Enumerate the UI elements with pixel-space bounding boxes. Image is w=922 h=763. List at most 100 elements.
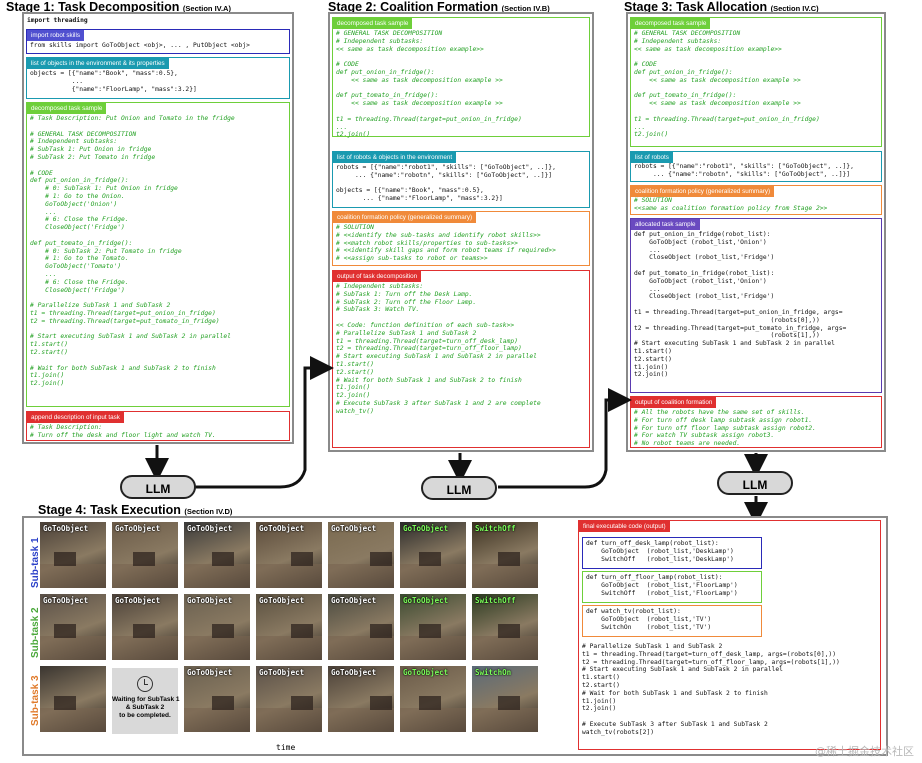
stage3-output-code: # All the robots have the same set of sk…: [634, 409, 816, 448]
append-description-section: append description of input task # Task …: [26, 411, 290, 441]
import-threading: import threading: [27, 17, 88, 24]
stage2-output-section: output of task decomposition # Independe…: [332, 270, 590, 448]
fn-floor-lamp-code: def turn_off_floor_lamp(robot_list): GoT…: [586, 574, 738, 597]
frame-action-label: GoToObject: [259, 524, 305, 533]
frame-r1-c6: GoToObject: [400, 522, 466, 588]
frame-action-label: GoToObject: [115, 524, 161, 533]
llm-node-3: LLM: [717, 471, 793, 495]
llm-node-2: LLM: [421, 476, 497, 500]
frame-r2-c4: GoToObject: [256, 594, 322, 660]
stage2-robots-label: list of robots & objects in the environm…: [333, 152, 457, 163]
stage3-robots-section: list of robots robots = [{"name":"robot1…: [630, 151, 882, 182]
final-main-code: # Parallelize SubTask 1 and SubTask 2 t1…: [582, 643, 840, 736]
fn-desk-lamp-code: def turn_off_desk_lamp(robot_list): GoTo…: [586, 540, 734, 563]
stage2-title-text: Stage 2: Coalition Formation: [328, 0, 499, 14]
stage3-sample-section: decomposed task sample # GENERAL TASK DE…: [630, 17, 882, 147]
stage2-sample-code: # GENERAL TASK DECOMPOSITION # Independe…: [336, 30, 522, 139]
stage1-title-text: Stage 1: Task Decomposition: [6, 0, 180, 14]
append-description-label: append description of input task: [27, 412, 124, 423]
stage2-sample-label: decomposed task sample: [333, 18, 413, 29]
frame-r2-c1: GoToObject: [40, 594, 106, 660]
frame-r3-c7: SwitchOn: [472, 666, 538, 732]
frame-action-label: GoToObject: [331, 596, 377, 605]
stage2-robots-code: robots = [{"name":"robot1", "skills": ["…: [336, 164, 556, 203]
stage3-sample-label: decomposed task sample: [631, 18, 711, 29]
fn-floor-lamp-box: def turn_off_floor_lamp(robot_list): GoT…: [582, 571, 762, 603]
frame-r1-c4: GoToObject: [256, 522, 322, 588]
stage1-section: (Section IV.A): [182, 4, 231, 13]
llm-node-1: LLM: [120, 475, 196, 499]
stage2-output-label: output of task decomposition: [333, 271, 422, 282]
frame-action-label: GoToObject: [115, 596, 161, 605]
stage3-box: decomposed task sample # GENERAL TASK DE…: [626, 12, 886, 452]
decomposed-sample-section: decomposed task sample # Task Descriptio…: [26, 102, 290, 407]
stage2-robots-section: list of robots & objects in the environm…: [332, 151, 590, 208]
frame-r1-c7: SwitchOff: [472, 522, 538, 588]
stage3-sample-code: # GENERAL TASK DECOMPOSITION # Independe…: [634, 30, 820, 139]
frame-action-label: GoToObject: [43, 524, 89, 533]
frame-r3-c4: GoToObject: [256, 666, 322, 732]
frame-action-label: GoToObject: [331, 668, 377, 677]
frame-action-label: SwitchOff: [475, 596, 516, 605]
stage2-title: Stage 2: Coalition Formation (Section IV…: [328, 0, 550, 14]
frame-r3-c5: GoToObject: [328, 666, 394, 732]
decomposed-sample-label: decomposed task sample: [27, 103, 107, 114]
frame-action-label: GoToObject: [187, 524, 233, 533]
stage1-box: import threading import robot skills fro…: [22, 12, 294, 444]
frame-r1-c1: GoToObject: [40, 522, 106, 588]
stage3-allocated-section: allocated task sample def put_onion_in_f…: [630, 218, 882, 393]
wait-message: Waiting for SubTask 1 & SubTask 2 to be …: [112, 696, 180, 719]
frame-action-label: GoToObject: [259, 668, 305, 677]
stage3-policy-code: # SOLUTION <<same as coalition formation…: [634, 197, 828, 212]
stage2-policy-code: # SOLUTION # <<identify the sub-tasks an…: [336, 224, 556, 263]
stage3-allocated-label: allocated task sample: [631, 219, 700, 230]
clock-icon: [137, 676, 153, 692]
import-skills-code: from skills import GoToObject <obj>, ...…: [30, 42, 250, 49]
frame-r1-c5: GoToObject: [328, 522, 394, 588]
final-code-section: final executable code (output) def turn_…: [578, 520, 881, 750]
fn-watch-tv-code: def watch_tv(robot_list): GoToObject (ro…: [586, 608, 712, 631]
frame-action-label: SwitchOn: [475, 668, 512, 677]
frame-r2-c7: SwitchOff: [472, 594, 538, 660]
objects-label: list of objects in the environment & its…: [27, 58, 169, 69]
frame-action-label: GoToObject: [331, 524, 377, 533]
stage2-output-code: # Independent subtasks: # SubTask 1: Tur…: [336, 283, 541, 415]
stage3-output-section: output of coalition formation # All the …: [630, 396, 882, 448]
decomposed-sample-code: # Task Description: Put Onion and Tomato…: [30, 115, 235, 388]
objects-section: list of objects in the environment & its…: [26, 57, 290, 99]
frame-action-label: GoToObject: [403, 668, 449, 677]
frame-action-label: GoToObject: [403, 524, 449, 533]
frame-r3-c6: GoToObject: [400, 666, 466, 732]
frame-action-label: GoToObject: [187, 596, 233, 605]
import-skills-label: import robot skills: [27, 30, 84, 41]
stage2-section: (Section IV.B): [501, 4, 550, 13]
stage1-title: Stage 1: Task Decomposition (Section IV.…: [6, 0, 231, 14]
frame-r1-c3: GoToObject: [184, 522, 250, 588]
stage4-title: Stage 4: Task Execution (Section IV.D): [38, 503, 232, 517]
stage2-box: decomposed task sample # GENERAL TASK DE…: [328, 12, 594, 452]
append-description-code: # Task Description: # Turn off the desk …: [30, 424, 216, 439]
final-code-label: final executable code (output): [579, 521, 670, 532]
frame-r2-c2: GoToObject: [112, 594, 178, 660]
fn-desk-lamp-box: def turn_off_desk_lamp(robot_list): GoTo…: [582, 537, 762, 569]
frame-r3-c1: [40, 666, 106, 732]
stage4-title-text: Stage 4: Task Execution: [38, 503, 181, 517]
frame-action-label: GoToObject: [187, 668, 233, 677]
stage3-title-text: Stage 3: Task Allocation: [624, 0, 768, 14]
stage2-policy-section: coalition formation policy (generalized …: [332, 211, 590, 266]
import-skills-section: import robot skills from skills import G…: [26, 29, 290, 54]
fn-watch-tv-box: def watch_tv(robot_list): GoToObject (ro…: [582, 605, 762, 637]
stage3-policy-label: coalition formation policy (generalized …: [631, 186, 775, 197]
frame-action-label: GoToObject: [403, 596, 449, 605]
time-label: time: [276, 743, 296, 752]
frame-r3-c3: GoToObject: [184, 666, 250, 732]
watermark: @稀土掘金技术社区: [815, 745, 914, 758]
frame-r2-c5: GoToObject: [328, 594, 394, 660]
stage4-section: (Section IV.D): [184, 507, 233, 516]
frame-action-label: GoToObject: [43, 596, 89, 605]
stage3-robots-label: list of robots: [631, 152, 673, 163]
wait-text: Waiting for SubTask 1 & SubTask 2 to be …: [112, 668, 180, 734]
stage3-title: Stage 3: Task Allocation (Section IV.C): [624, 0, 819, 14]
stage3-output-label: output of coalition formation: [631, 397, 717, 408]
stage2-sample-section: decomposed task sample # GENERAL TASK DE…: [332, 17, 590, 139]
